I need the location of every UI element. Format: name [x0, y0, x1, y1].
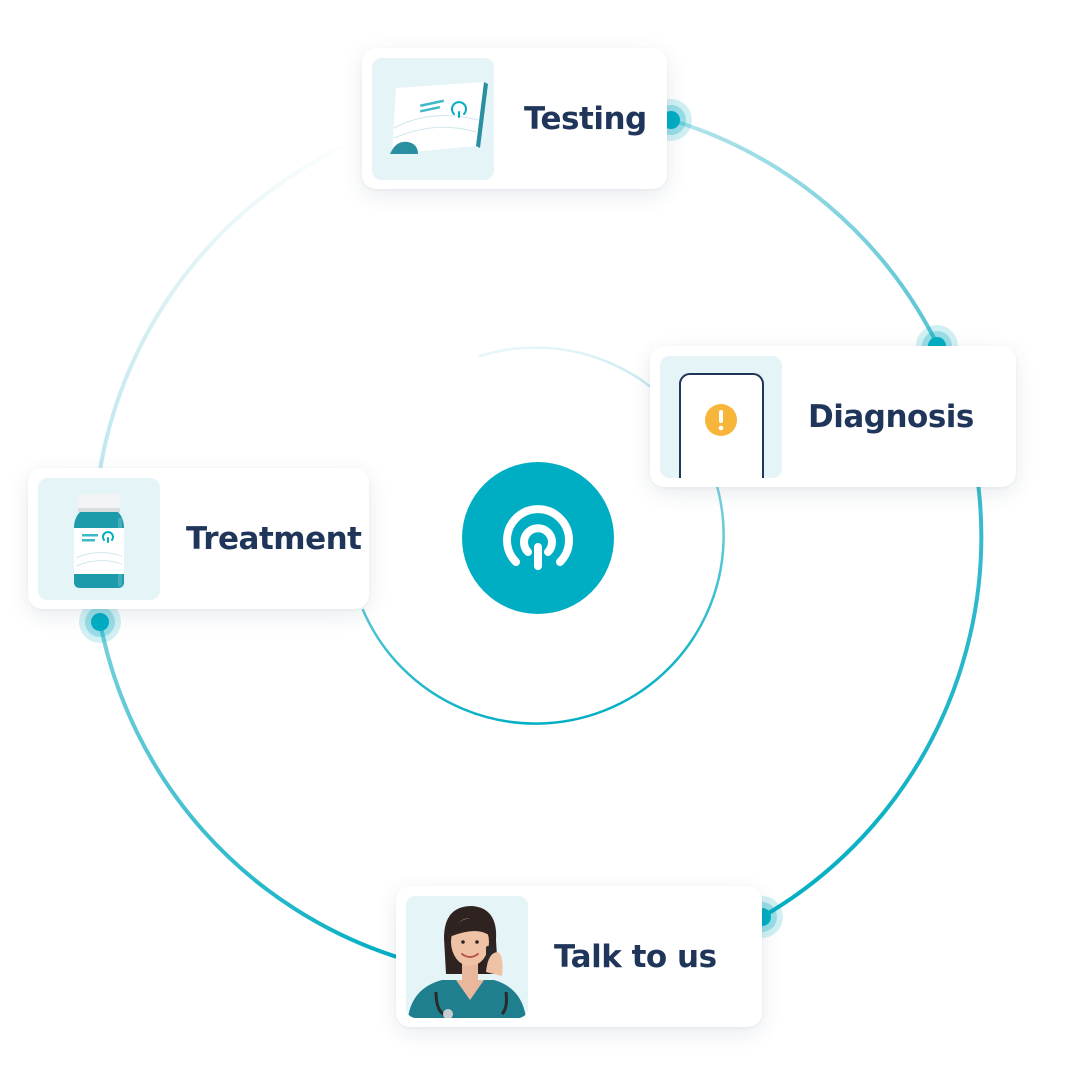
outer-ring-treatment-to-testing: [98, 136, 364, 472]
brand-signal-icon: [503, 505, 573, 570]
inner-ring: [361, 346, 725, 725]
step-card-talk-to-us[interactable]: Talk to us: [396, 886, 762, 1027]
step-card-diagnosis[interactable]: Diagnosis: [650, 346, 1016, 487]
step-label-talk-to-us: Talk to us: [554, 938, 717, 975]
nurse-on-phone-image: [406, 895, 528, 1018]
test-kit-box-image: [372, 57, 494, 180]
step-label-treatment: Treatment: [186, 520, 362, 557]
phone-alert-image: [660, 355, 782, 478]
outer-ring-talk-to-treatment: [98, 620, 402, 960]
node-treatment: [79, 601, 121, 643]
step-label-diagnosis: Diagnosis: [808, 398, 974, 435]
step-card-treatment[interactable]: Treatment: [28, 468, 369, 609]
medicine-bottle-image: [38, 477, 160, 600]
step-card-testing[interactable]: Testing: [362, 48, 667, 189]
center-logo: [462, 462, 614, 614]
step-label-testing: Testing: [524, 100, 647, 137]
outer-ring-testing-to-diagnosis: [669, 118, 940, 348]
